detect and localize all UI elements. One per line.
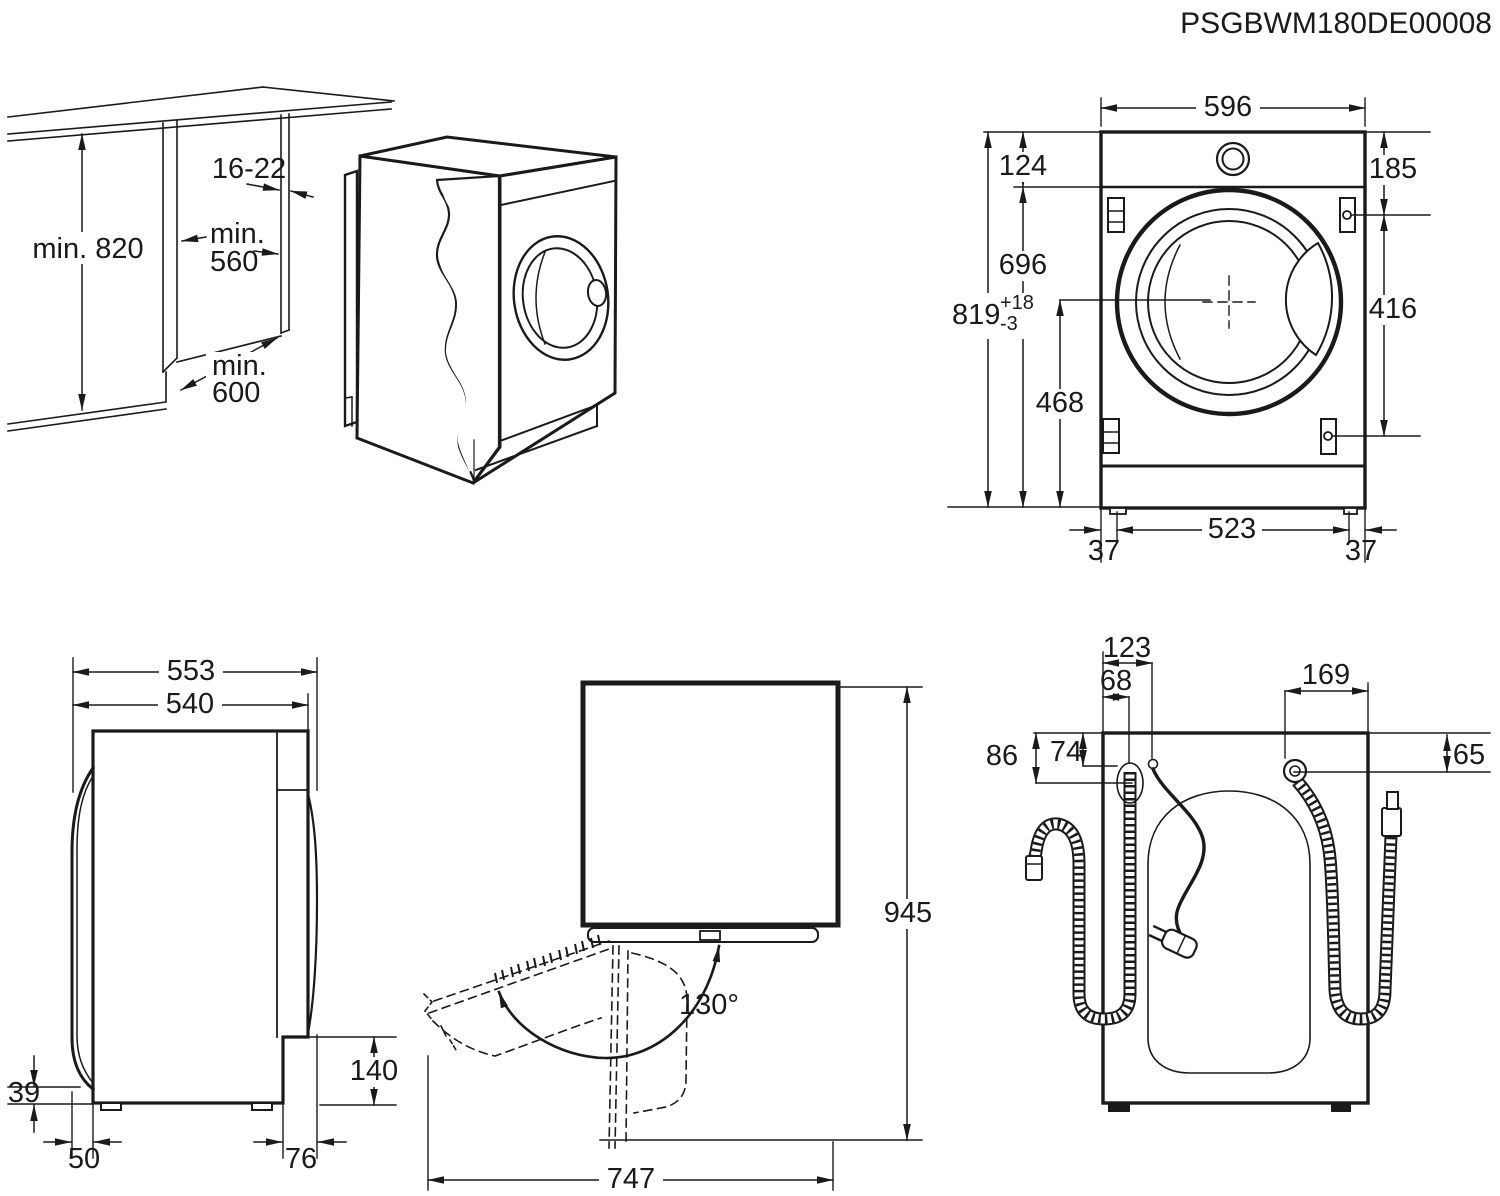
service-panel xyxy=(1147,790,1311,1074)
foot xyxy=(1343,507,1358,515)
dim-front-niche-tol-minus: -3 xyxy=(1000,313,1018,335)
foot xyxy=(1109,507,1127,515)
machine-side-outline xyxy=(91,729,310,1105)
foot xyxy=(1331,1103,1351,1112)
door-open-positions xyxy=(422,939,688,1149)
dim-rear-inlet-offset: 169 xyxy=(1302,659,1350,691)
view-rear: 123 68 169 86 74 65 xyxy=(986,632,1491,1112)
hinge-brackets xyxy=(1102,197,1356,455)
dim-front-panel-height: 124 xyxy=(999,150,1047,182)
inlet-hose-connector xyxy=(1381,807,1402,837)
drain-hose-end xyxy=(1025,855,1043,881)
dim-front-foot-left: 37 xyxy=(1088,535,1120,567)
dim-front-niche-height: 819 xyxy=(952,299,1000,331)
dim-niche-width-prefix: min. xyxy=(210,218,265,250)
door-swing-arc xyxy=(497,944,721,1060)
dim-door-height: 945 xyxy=(884,897,932,929)
dim-front-niche-tol-plus: +18 xyxy=(1000,292,1034,314)
dim-door-angle: 130° xyxy=(679,989,739,1021)
inlet-hose xyxy=(1282,758,1402,1026)
dim-side-door-bottom: 39 xyxy=(8,1077,40,1109)
dim-rear-drain-top-outer: 86 xyxy=(986,740,1018,772)
dim-niche-depth-prefix: min. xyxy=(212,350,267,382)
drain-hose xyxy=(1025,762,1144,1026)
porthole-handle xyxy=(586,279,608,307)
door-edge-ticks xyxy=(494,934,601,984)
dim-rear-drain-offset: 123 xyxy=(1103,632,1151,664)
foot xyxy=(100,1102,122,1111)
machine-rear-outline xyxy=(1101,731,1370,1105)
view-door-opening: 130° 945 747 xyxy=(422,680,933,1195)
dim-front-feet-distance: 523 xyxy=(1208,513,1256,545)
dim-front-drum-center: 468 xyxy=(1036,387,1084,419)
dim-niche-height: min. 820 xyxy=(32,233,143,265)
foot xyxy=(251,1102,273,1111)
dim-front-top-to-hinge: 185 xyxy=(1369,153,1417,185)
machine-isometric xyxy=(343,135,618,485)
furniture-panel-edge xyxy=(343,169,359,428)
dim-side-door-protrusion: 50 xyxy=(68,1143,100,1175)
dim-front-height: 696 xyxy=(999,249,1047,281)
dim-rear-inlet-top: 65 xyxy=(1453,739,1485,771)
dim-rear-drain-top: 74 xyxy=(1050,736,1082,768)
drawing-number: PSGBWM180DE00008 xyxy=(1180,7,1492,40)
door-hinge-plate xyxy=(699,930,721,941)
dim-front-foot-right: 37 xyxy=(1345,535,1377,567)
power-plug xyxy=(1148,924,1198,959)
door-bulge xyxy=(70,765,96,1092)
dim-door-clearance: 747 xyxy=(607,1163,655,1195)
view-front: 596 124 696 819 +18 -3 185 416 468 523 3… xyxy=(947,91,1431,567)
dim-side-recess-height: 140 xyxy=(350,1055,398,1087)
foot xyxy=(1108,1103,1130,1112)
view-side: 553 540 39 50 76 140 xyxy=(7,655,398,1175)
furniture-door-panel xyxy=(580,680,841,928)
dim-niche-width: 560 xyxy=(210,246,258,278)
inlet-hose-connector-cap xyxy=(1386,791,1399,810)
power-cable xyxy=(1150,766,1206,950)
door-porthole xyxy=(1114,187,1344,417)
dim-niche-panel-thickness: 16-22 xyxy=(212,153,286,185)
program-knob xyxy=(1215,141,1251,177)
dim-side-depth-body: 540 xyxy=(166,688,214,720)
view-niche-isometric: min. 820 16-22 min. 560 min. 600 xyxy=(7,86,618,485)
dim-rear-drain-inner-offset: 68 xyxy=(1100,665,1132,697)
dim-side-recess-depth: 76 xyxy=(285,1143,317,1175)
dim-niche-depth: 600 xyxy=(212,377,260,409)
dim-side-depth-total: 553 xyxy=(167,655,215,687)
porthole-outer xyxy=(512,235,610,361)
dim-front-width: 596 xyxy=(1204,91,1252,123)
dim-front-hinge-distance: 416 xyxy=(1369,293,1417,325)
